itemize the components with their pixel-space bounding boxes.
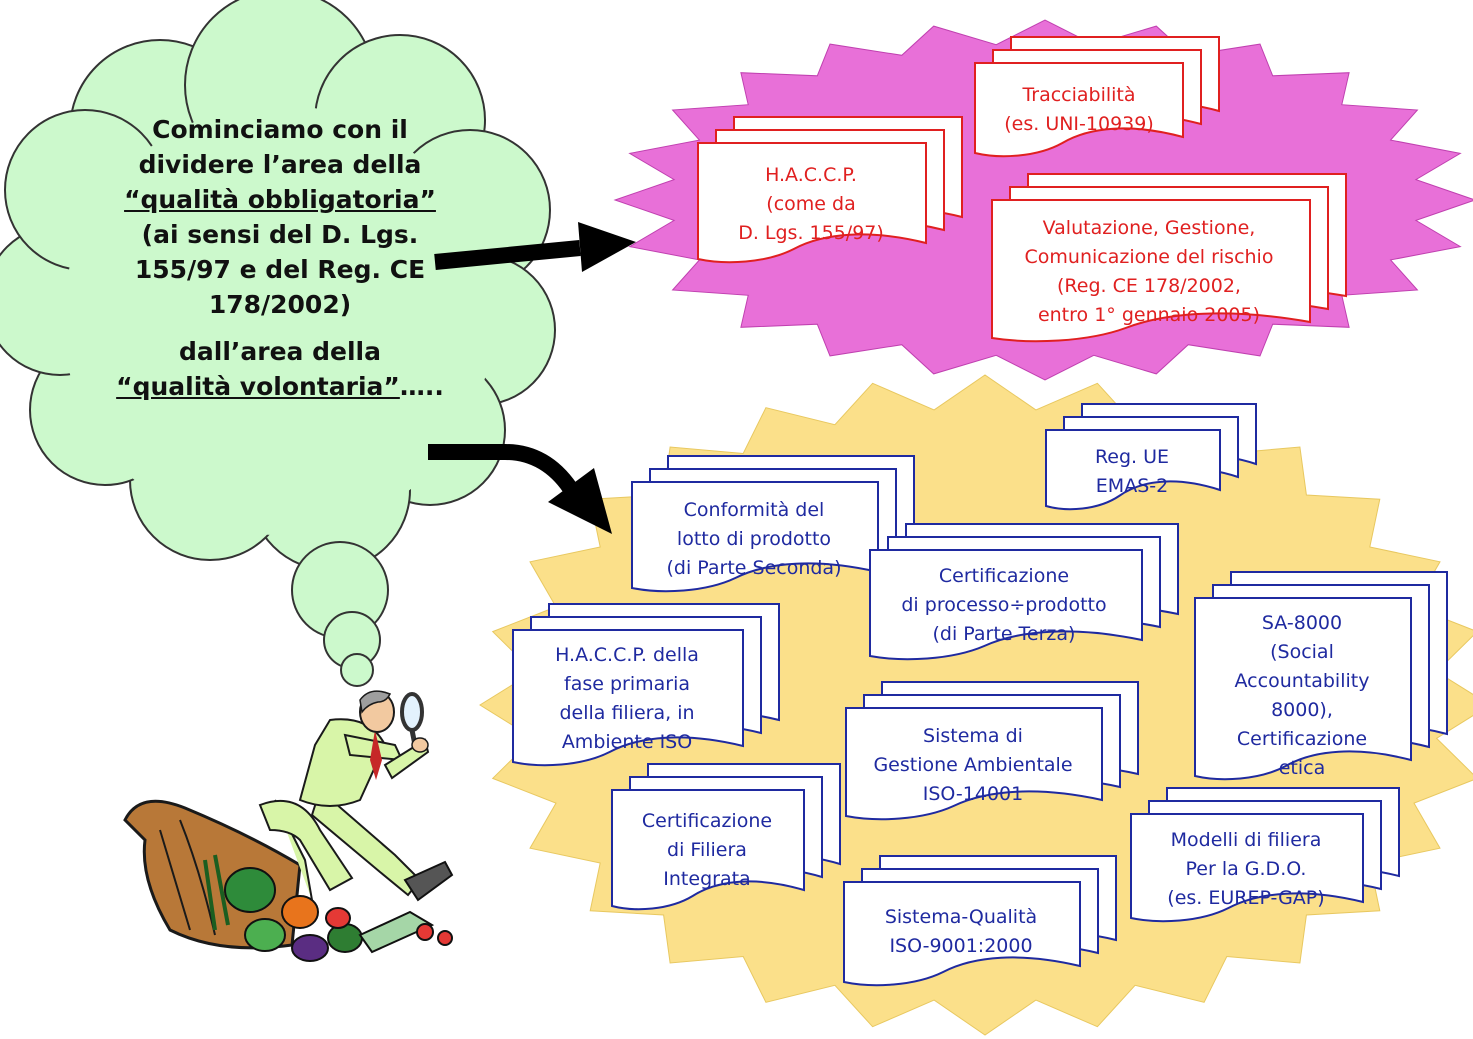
cloud-line-3: “qualità obbligatoria” — [124, 185, 436, 214]
cloud-line-4: (ai sensi del D. Lgs. — [141, 220, 419, 249]
cloud-line-6: 178/2002) — [208, 290, 352, 319]
document-sheet — [631, 481, 879, 593]
doc-haccp-text: H.A.C.C.P. (come da D. Lgs. 155/97) — [738, 163, 884, 244]
document-shapes — [512, 36, 1448, 987]
doc-haccp-primaria-stack — [512, 603, 780, 767]
document-sheet — [991, 199, 1311, 343]
doc-haccp-primaria-text: H.A.C.C.P. della fase primaria della fil… — [555, 644, 699, 753]
doc-emas-stack — [1045, 403, 1257, 511]
doc-rischio-stack — [991, 173, 1347, 343]
doc-iso9001-text: Sistema-Qualità ISO-9001:2000 — [884, 906, 1038, 957]
cloud-line-8-suffix: ….. — [399, 372, 444, 401]
doc-tracciabilita-text: Tracciabilità (es. UNI-10939) — [1004, 84, 1154, 135]
document-sheet — [1130, 813, 1364, 923]
document-sheet — [869, 549, 1143, 661]
thought-bubble-small — [340, 653, 374, 687]
cloud-line-7: dall’area della — [179, 337, 381, 366]
document-sheet — [697, 142, 927, 264]
cloud-core — [63, 105, 493, 535]
document-sheet — [512, 629, 744, 767]
doc-iso9001-stack — [843, 855, 1117, 987]
doc-conformita-text: Conformità del lotto di prodotto (di Par… — [666, 498, 842, 579]
cloud-line-1: Cominciamo con il — [152, 115, 408, 144]
thought-cloud-text: Cominciamo con il dividere l’area della … — [95, 112, 465, 404]
doc-conformita-stack — [631, 455, 915, 593]
document-sheet — [611, 789, 805, 911]
thought-cloud — [0, 0, 556, 687]
document-sheet — [845, 707, 1103, 821]
document-sheet — [843, 881, 1081, 987]
cloud-line-5: 155/97 e del Reg. CE — [134, 255, 426, 284]
man-with-magnifying-glass-illustration — [123, 690, 454, 962]
doc-tracciabilita-stack — [974, 36, 1220, 158]
cloud-line-8-underlined: “qualità volontaria” — [116, 372, 400, 401]
doc-iso14001-text: Sistema di Gestione Ambientale ISO-14001 — [873, 724, 1073, 805]
doc-certificazione-processo-stack — [869, 523, 1179, 661]
doc-emas-text: Reg. UE EMAS-2 — [1094, 446, 1170, 497]
cloud-line-8: “qualità volontaria”….. — [95, 369, 465, 404]
document-sheet — [974, 62, 1184, 158]
doc-filiera-integrata-stack — [611, 763, 841, 911]
doc-gdo-text: Modelli di filiera Per la G.D.O. (es. EU… — [1167, 828, 1325, 909]
document-sheet — [1045, 429, 1221, 511]
doc-filiera-integrata-text: Certificazione di Filiera Integrata — [641, 809, 773, 890]
doc-certificazione-processo-text: Certificazione di processo÷prodotto (di … — [901, 564, 1107, 645]
doc-gdo-stack — [1130, 787, 1400, 923]
doc-haccp-stack — [697, 116, 963, 264]
doc-sa8000-stack — [1194, 571, 1448, 781]
arrow-to-voluntary — [428, 444, 612, 534]
doc-sa8000-text: SA-8000 (Social Accountability 8000), Ce… — [1234, 612, 1370, 779]
doc-iso14001-stack — [845, 681, 1139, 821]
doc-rischio-text: Valutazione, Gestione, Comunicazione del… — [1024, 217, 1274, 326]
arrow-to-mandatory — [434, 222, 636, 272]
cloud-line-2: dividere l’area della — [138, 150, 422, 179]
document-sheet — [1194, 597, 1412, 781]
magnifying-glass-icon — [400, 692, 424, 746]
